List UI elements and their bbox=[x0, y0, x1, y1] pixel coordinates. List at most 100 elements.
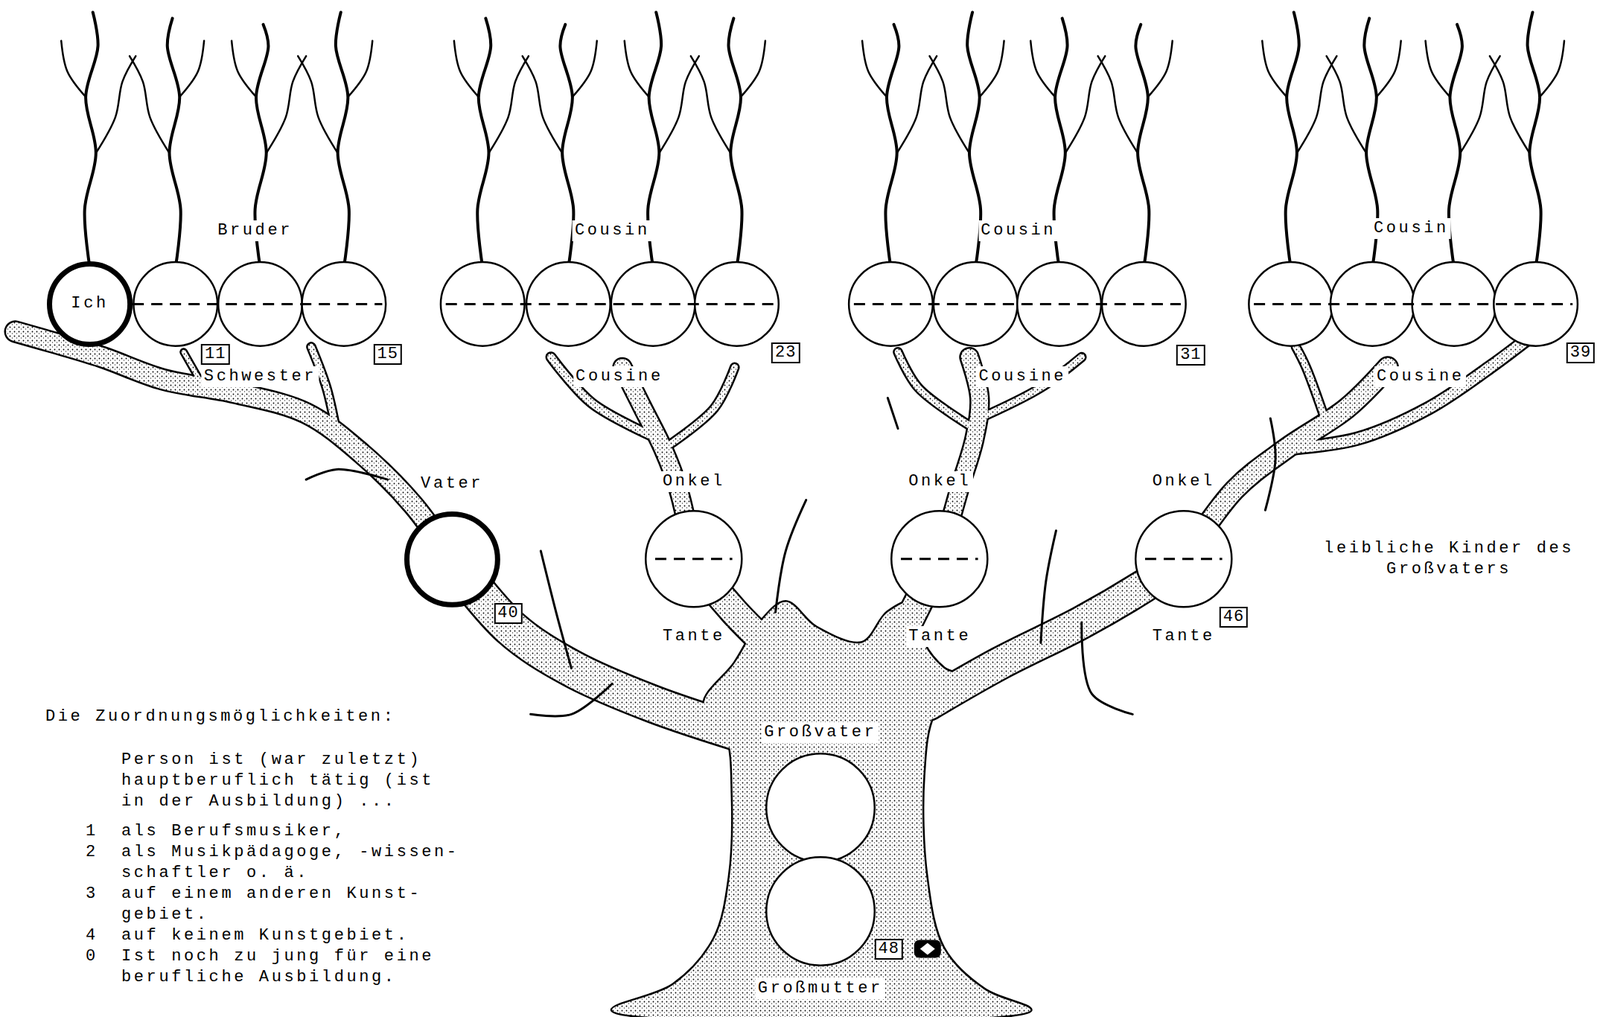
node-label: Onkel bbox=[906, 471, 974, 493]
tree-twig bbox=[897, 55, 937, 153]
legend-text: Ist noch zu jung für eine berufliche Aus… bbox=[119, 946, 468, 988]
tree-twig bbox=[1326, 55, 1367, 153]
node-label: Tante bbox=[660, 626, 728, 647]
tree-twig bbox=[61, 40, 86, 97]
tree-twig bbox=[477, 18, 491, 268]
dashed-divider bbox=[853, 303, 1181, 306]
diamond-symbol bbox=[914, 940, 942, 959]
relation-label: Schwester bbox=[201, 366, 319, 388]
legend-text: als Berufsmusiker, bbox=[119, 821, 468, 843]
circle-outline bbox=[890, 510, 989, 609]
tree-twig bbox=[540, 550, 572, 669]
legend-text: als Musikpädagoge, -wissen- schaftler o.… bbox=[119, 842, 468, 884]
tree-twig bbox=[266, 55, 307, 153]
callout-number: 31 bbox=[1176, 344, 1205, 366]
tree-twig bbox=[1527, 11, 1542, 268]
tree-twig bbox=[690, 55, 731, 153]
circle-node: Großvater bbox=[765, 752, 876, 863]
tree-twig bbox=[297, 55, 338, 153]
callout-number: 11 bbox=[201, 343, 230, 365]
tree-twig bbox=[559, 24, 574, 268]
tree-twig bbox=[1376, 40, 1402, 97]
tree-twig bbox=[1425, 40, 1451, 97]
tree-twig bbox=[885, 24, 899, 268]
callout-number: 46 bbox=[1219, 606, 1248, 628]
circle-outline bbox=[765, 752, 876, 863]
circle-outline bbox=[404, 511, 501, 608]
tree-twig bbox=[572, 40, 598, 97]
tree-twig bbox=[1065, 55, 1105, 153]
relation-label: leibliche Kinder des Großvaters bbox=[1312, 538, 1586, 580]
tree-twig bbox=[1489, 55, 1530, 153]
tree-twig bbox=[1285, 11, 1300, 268]
circle-shape bbox=[645, 511, 742, 608]
tree-twig bbox=[347, 40, 373, 97]
node-label: Onkel bbox=[1150, 471, 1218, 493]
legend-text: 3 bbox=[83, 883, 101, 905]
tree-twig bbox=[624, 40, 650, 97]
legend-text: 4 bbox=[83, 925, 101, 947]
tree-twig bbox=[522, 55, 563, 153]
circle-node: Großmutter bbox=[765, 856, 876, 967]
node-label: Ich bbox=[70, 293, 108, 315]
tree-twig bbox=[96, 55, 136, 153]
tree-branch bbox=[663, 367, 735, 449]
tree-twig bbox=[862, 40, 887, 97]
legend-text: 0 bbox=[83, 946, 101, 968]
dashed-divider bbox=[655, 558, 733, 561]
tree-twig bbox=[740, 40, 766, 97]
tree-twig bbox=[1081, 622, 1134, 715]
relation-label: Cousine bbox=[573, 366, 666, 388]
symbol-ground bbox=[914, 940, 942, 959]
circle-node: Ich bbox=[46, 261, 133, 347]
tree-branch bbox=[15, 331, 453, 560]
tree-branch bbox=[1296, 346, 1327, 424]
callout-number: 40 bbox=[493, 603, 522, 624]
tree-branch bbox=[1296, 346, 1327, 424]
relation-label: Cousine bbox=[1374, 366, 1467, 388]
tree-twig bbox=[306, 469, 388, 480]
tree-twig bbox=[231, 40, 257, 97]
circle-node: Vater bbox=[404, 511, 501, 608]
tree-twig bbox=[84, 11, 99, 268]
tree-twig bbox=[167, 18, 181, 268]
relation-label: Bruder bbox=[215, 220, 295, 242]
relation-label: Cousine bbox=[976, 366, 1069, 388]
legend-text: auf einem anderen Kunst- gebiet. bbox=[119, 883, 468, 926]
node-label: Großvater bbox=[761, 722, 879, 744]
tree-branch bbox=[897, 352, 975, 429]
circle-shape bbox=[891, 511, 988, 608]
tree-branch bbox=[311, 346, 337, 434]
tree-twigs bbox=[61, 11, 1565, 716]
circle-node: OnkelTante bbox=[890, 510, 989, 609]
relation-label: Cousin bbox=[978, 220, 1058, 242]
dashed-divider bbox=[1253, 303, 1573, 306]
node-label: Tante bbox=[1150, 626, 1218, 647]
tree-twig bbox=[1030, 40, 1056, 97]
circle-node: OnkelTante bbox=[1134, 510, 1233, 609]
dashed-divider bbox=[132, 303, 382, 306]
legend-text: 2 bbox=[83, 842, 101, 863]
legend-text: Person ist (war zuletzt) hauptberuflich … bbox=[119, 749, 468, 813]
relation-label: Cousin bbox=[1371, 218, 1452, 239]
tree-twig bbox=[775, 500, 807, 613]
tree-twig bbox=[1264, 418, 1276, 511]
tree-twig bbox=[1040, 530, 1057, 644]
tree-twig bbox=[1135, 24, 1149, 268]
circle-shape bbox=[766, 856, 875, 966]
circle-outline bbox=[765, 856, 876, 967]
tree-twig bbox=[530, 683, 613, 717]
tree-twig bbox=[979, 40, 1005, 97]
legend-text: 1 bbox=[83, 821, 101, 843]
tree-fill bbox=[15, 331, 1531, 1017]
tree-twig bbox=[929, 55, 970, 153]
circle-node: OnkelTante bbox=[644, 510, 744, 609]
tree-branch bbox=[15, 331, 453, 560]
callout-number: 23 bbox=[771, 342, 800, 364]
tree-branch bbox=[663, 367, 735, 449]
tree-twig bbox=[179, 40, 205, 97]
tree-twig bbox=[1460, 55, 1500, 153]
legend-text: auf keinem Kunstgebiet. bbox=[119, 925, 468, 947]
tree-twig bbox=[488, 55, 528, 153]
circle-shape bbox=[406, 513, 498, 605]
